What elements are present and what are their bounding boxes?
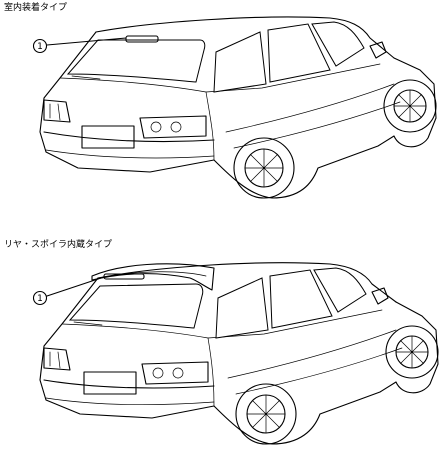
caption-interior-type: 室内装着タイプ	[4, 3, 68, 13]
side-mirror	[369, 41, 387, 59]
rear-wheel	[235, 383, 297, 445]
car-body-outline	[39, 262, 439, 445]
rear-lamp-left	[43, 347, 71, 371]
callout-leader-line	[46, 276, 105, 297]
callout-1-bottom: 1	[32, 276, 105, 306]
car-illustration-rear-spoiler-type: 1	[32, 262, 439, 445]
side-mirror	[371, 287, 389, 305]
rear-wheel	[233, 137, 295, 199]
car-illustration-interior-type: 1	[32, 16, 437, 199]
caption-rear-spoiler-type: リヤ・スポイラ内蔵タイプ	[4, 240, 113, 250]
front-wheel	[385, 325, 439, 379]
rear-lamp-right	[139, 115, 207, 139]
side-windows	[213, 21, 365, 93]
callout-number: 1	[37, 42, 43, 52]
callout-number: 1	[37, 294, 43, 304]
rear-lamp-left	[43, 99, 71, 123]
license-plate	[83, 371, 137, 395]
high-mount-brake-light	[125, 35, 159, 43]
license-plate	[81, 125, 135, 149]
rear-lamp-right	[141, 361, 209, 385]
rear-window	[68, 283, 204, 329]
car-body-outline	[39, 16, 437, 199]
front-wheel	[383, 79, 437, 133]
callout-1-top: 1	[32, 37, 127, 54]
rear-window	[66, 39, 206, 83]
callout-leader-line	[46, 37, 127, 46]
side-windows	[215, 267, 367, 339]
